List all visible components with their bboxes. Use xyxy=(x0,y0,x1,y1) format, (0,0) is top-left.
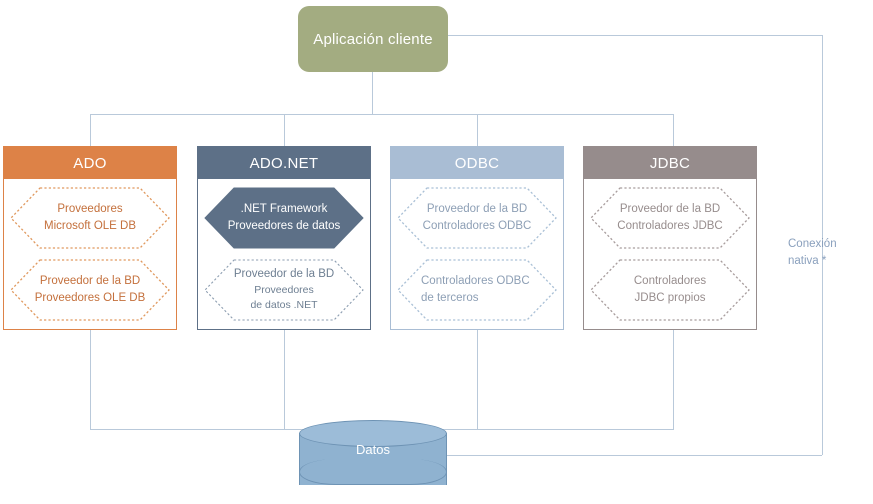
cylinder-bottom-ellipse xyxy=(299,459,447,485)
technology-column-ado[interactable]: ADO Proveedores Microsoft OLE DB Proveed… xyxy=(3,146,177,330)
hexagon-node[interactable]: Proveedores Microsoft OLE DB xyxy=(8,185,172,251)
native-connection-line2: nativa * xyxy=(788,254,827,267)
hexagon-shape-icon xyxy=(204,259,364,321)
column-header-ado-label: ADO xyxy=(73,154,107,172)
hexagon-shape-icon xyxy=(204,187,364,249)
column-body-jdbc: Proveedor de la BD Controladores JDBC Co… xyxy=(584,179,756,331)
column-header-odbc-label: ODBC xyxy=(454,154,500,172)
column-header-adonet: ADO.NET xyxy=(198,147,370,179)
connector-drop-jdbc xyxy=(673,114,674,147)
hexagon-shape-icon xyxy=(397,187,557,249)
hexagon-shape-icon xyxy=(10,187,170,249)
hexagon-shape-icon xyxy=(590,259,750,321)
database-label: Datos xyxy=(356,442,390,457)
connector-drop-odbc xyxy=(477,114,478,147)
hexagon-shape-icon xyxy=(590,187,750,249)
technology-column-adonet[interactable]: ADO.NET .NET Framework Proveedores de da… xyxy=(197,146,371,330)
column-body-adonet: .NET Framework Proveedores de datos Prov… xyxy=(198,179,370,331)
connector-riser-jdbc xyxy=(673,330,674,429)
connector-native-vertical xyxy=(822,35,823,455)
native-connection-line1: Conexión xyxy=(788,238,837,250)
column-header-jdbc-label: JDBC xyxy=(649,154,691,172)
hexagon-node[interactable]: Proveedor de la BD Controladores JDBC xyxy=(588,185,752,251)
column-body-odbc: Proveedor de la BD Controladores ODBC Co… xyxy=(391,179,563,331)
hexagon-node[interactable]: Proveedor de la BD Proveedores de datos … xyxy=(202,257,366,323)
connector-riser-odbc xyxy=(477,330,478,429)
hexagon-node[interactable]: Proveedor de la BD Controladores ODBC xyxy=(395,185,559,251)
connector-top-bus xyxy=(90,114,674,115)
hexagon-node[interactable]: Controladores ODBC de terceros xyxy=(395,257,559,323)
column-body-ado: Proveedores Microsoft OLE DB Proveedor d… xyxy=(4,179,176,331)
connector-native-bottom xyxy=(447,455,822,456)
hexagon-node[interactable]: Controladores JDBC propios xyxy=(588,257,752,323)
technology-column-jdbc[interactable]: JDBC Proveedor de la BD Controladores JD… xyxy=(583,146,757,330)
column-header-odbc: ODBC xyxy=(391,147,563,179)
hexagon-shape-icon xyxy=(10,259,170,321)
database-cylinder[interactable]: Datos xyxy=(299,420,447,498)
hexagon-node[interactable]: .NET Framework Proveedores de datos xyxy=(202,185,366,251)
hexagon-shape-icon xyxy=(397,259,557,321)
connector-drop-adonet xyxy=(284,114,285,147)
connector-riser-adonet xyxy=(284,330,285,429)
connector-drop-ado xyxy=(90,114,91,147)
hexagon-node[interactable]: Proveedor de la BD Proveedores OLE DB xyxy=(8,257,172,323)
client-application-box[interactable]: Aplicación cliente xyxy=(298,6,448,72)
cylinder-top-ellipse xyxy=(299,420,447,447)
technology-column-odbc[interactable]: ODBC Proveedor de la BD Controladores OD… xyxy=(390,146,564,330)
column-header-jdbc: JDBC xyxy=(584,147,756,179)
client-application-label: Aplicación cliente xyxy=(313,30,433,48)
column-header-adonet-label: ADO.NET xyxy=(249,154,319,172)
connector-client-down xyxy=(372,72,373,115)
native-connection-caption: Conexión nativa * xyxy=(788,236,864,269)
column-header-ado: ADO xyxy=(4,147,176,179)
connector-native-top xyxy=(448,35,822,36)
connector-riser-ado xyxy=(90,330,91,429)
